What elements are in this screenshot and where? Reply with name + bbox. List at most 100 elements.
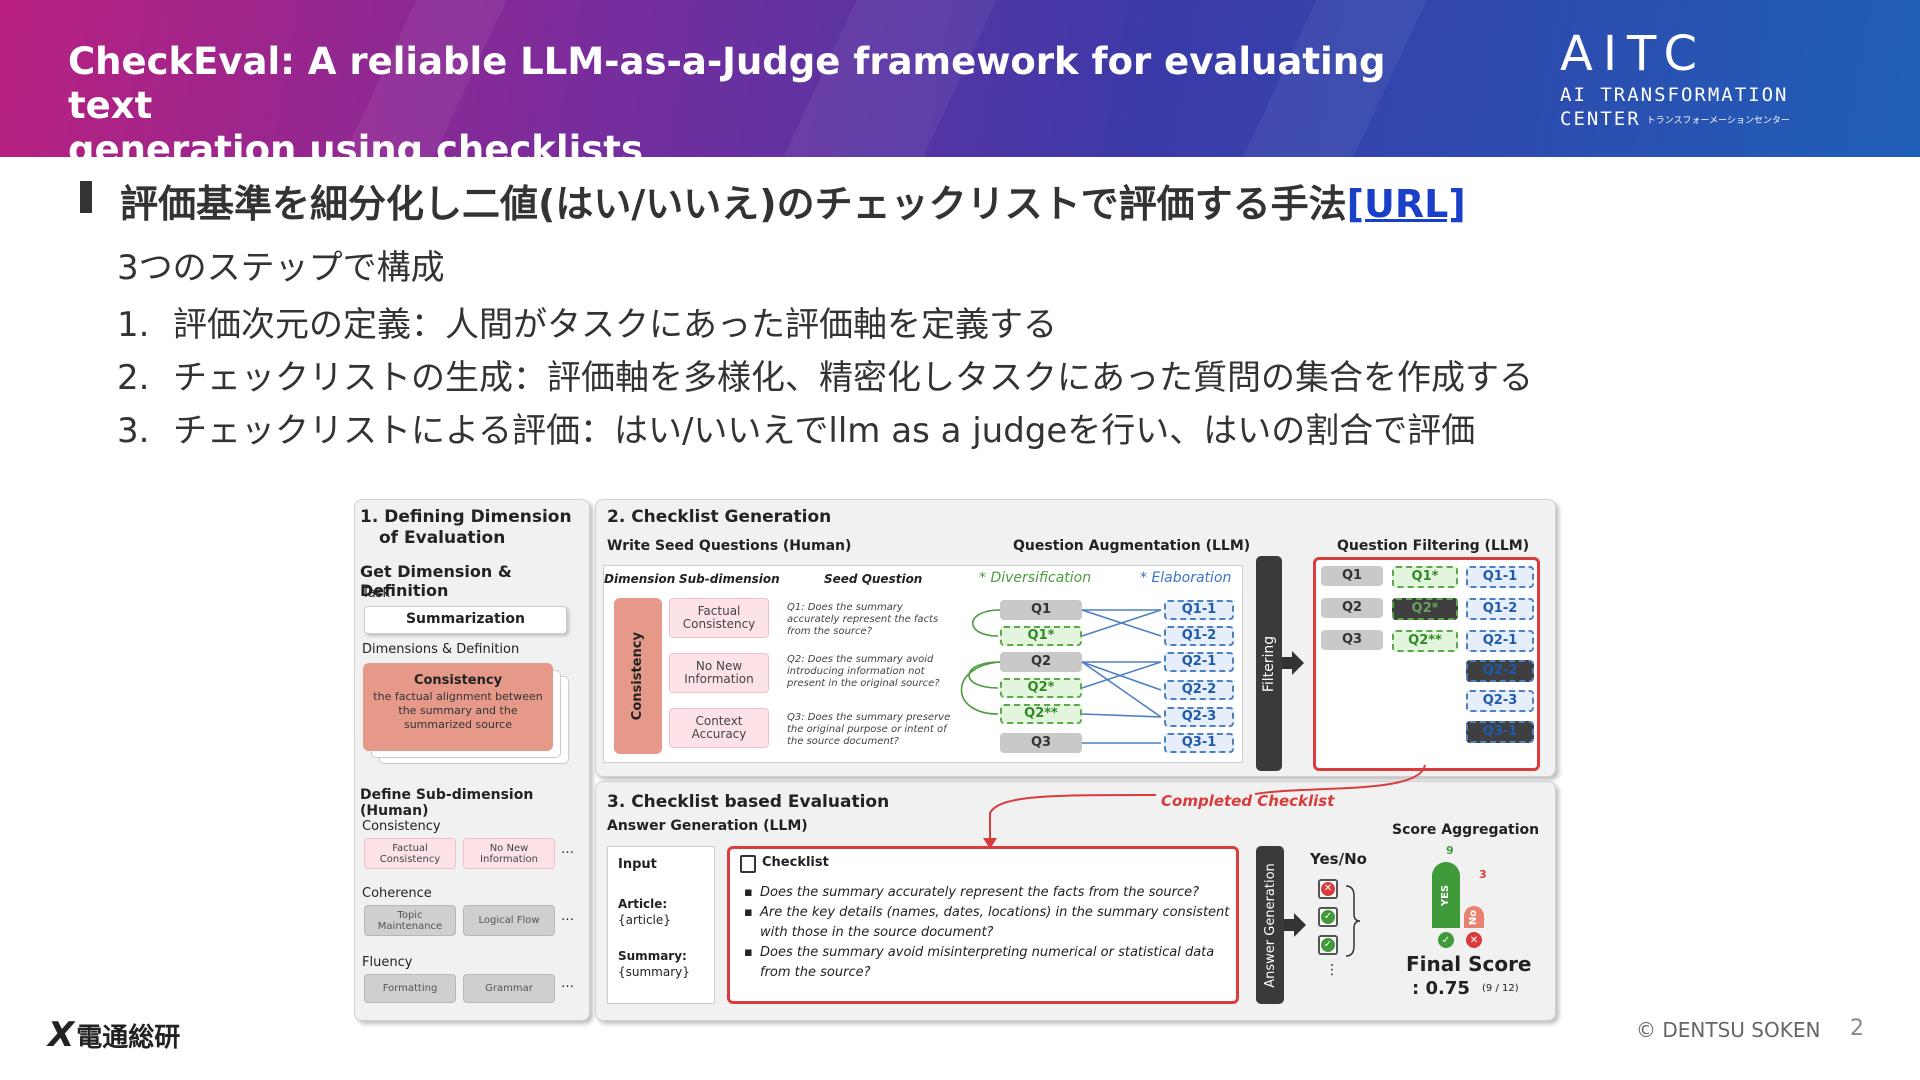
ellipsis: … [561, 842, 574, 857]
filtering-header: Question Filtering (LLM) [1337, 538, 1530, 554]
filter-q: Q1-2 [1466, 598, 1534, 620]
augmentation-header: Question Augmentation (LLM) [1013, 538, 1251, 554]
aitc-logo-jp: トランスフォーメーションセンター [1646, 116, 1790, 126]
seed-question: Q2: Does the summary avoid introducing i… [787, 654, 940, 689]
filter-q: Q2-1 [1466, 630, 1534, 652]
task-summarization: Summarization [364, 606, 567, 634]
filter-q-removed: Q2* [1392, 598, 1458, 620]
aug-question: Q3 [1000, 733, 1082, 753]
elaboration-label: * Elaboration [1140, 570, 1232, 586]
final-score-fraction: (9 / 12) [1482, 983, 1519, 994]
seed-panel: Dimension Sub-dimension Seed Question * … [603, 565, 1243, 763]
aug-question: Q2 [1000, 652, 1082, 672]
no-bar: No [1464, 906, 1484, 928]
elab-question: Q1-1 [1164, 600, 1234, 620]
no-icon: ✕ [1318, 879, 1338, 899]
panel1-title-line2: of Evaluation [379, 528, 506, 548]
input-label: Input [618, 857, 657, 872]
consistency-card-text: the factual alignment between the summar… [373, 690, 543, 731]
subdim-nonew: No New Information [669, 653, 769, 693]
filtering-bar: Filtering [1256, 556, 1282, 771]
panel-checklist-evaluation: 3. Checklist based Evaluation Answer Gen… [595, 781, 1556, 1021]
url-link[interactable]: [URL] [1346, 182, 1466, 226]
answer-generation-bar: Answer Generation [1256, 846, 1284, 1004]
aug-question: Q2* [1000, 678, 1082, 698]
no-bar-label: No [1468, 909, 1480, 925]
group-name: Coherence [362, 886, 432, 901]
input-box: Input Article: {article} Summary: {summa… [607, 846, 715, 1004]
vdots: ⋮ [1325, 962, 1339, 978]
aitc-logo-line1: AI TRANSFORMATION [1560, 84, 1789, 106]
subdim-context: Context Accuracy [669, 708, 769, 748]
group-name: Consistency [362, 819, 441, 834]
subdim-box: Grammar [463, 974, 555, 1003]
step-item: 3.チェックリストによる評価：はい/いいえでllm as a judgeを行い、… [117, 403, 1475, 452]
logo-text: 電通総研 [76, 1023, 181, 1053]
yes-icon: ✓ [1318, 935, 1338, 955]
step-text: チェックリストによる評価：はい/いいえでllm as a judgeを行い、はい… [173, 411, 1476, 451]
step-text: チェックリストの生成：評価軸を多様化、精密化しタスクにあった質問の集合を作成する [173, 358, 1533, 398]
elab-question: Q2-3 [1164, 707, 1234, 727]
define-subdimension-label: Define Sub-dimension (Human) [360, 787, 534, 819]
step-number: 2. [117, 358, 150, 398]
get-dimension-label: Get Dimension & Definition [360, 562, 512, 600]
ellipsis: … [561, 976, 574, 991]
checklist-item: Are the key details (names, dates, locat… [742, 903, 1230, 943]
filter-q: Q1 [1321, 566, 1383, 586]
checkeval-figure: 1. Defining Dimension of Evaluation Get … [350, 495, 1560, 1023]
intro-text: 3つのステップで構成 [117, 248, 445, 288]
yes-check-icon: ✓ [1438, 932, 1454, 948]
filter-q-removed: Q3-1 [1466, 721, 1534, 743]
final-score-value: : 0.75 [1412, 978, 1470, 999]
summary-label: Summary: [618, 949, 687, 963]
step-item: 1.評価次元の定義：人間がタスクにあった評価軸を定義する [117, 297, 1057, 346]
score-aggregation-label: Score Aggregation [1392, 822, 1540, 838]
checklist-item: Does the summary avoid misinterpreting n… [742, 943, 1230, 983]
subdim-box: Topic Maintenance [364, 905, 456, 936]
filter-q-removed: Q2-2 [1466, 660, 1534, 682]
filtering-arrow [1282, 651, 1304, 675]
aitc-logo-mark: AITC [1560, 26, 1708, 82]
final-score-label: Final Score [1406, 952, 1532, 976]
filter-q: Q1* [1392, 566, 1458, 588]
no-count: 3 [1479, 868, 1487, 881]
article-label: Article: [618, 897, 668, 911]
checklist-items: Does the summary accurately represent th… [742, 883, 1230, 983]
checklist-icon [740, 855, 756, 873]
panel-checklist-generation: 2. Checklist Generation Write Seed Quest… [595, 499, 1556, 777]
yes-icon: ✓ [1318, 907, 1338, 927]
answer-arrow [1284, 913, 1306, 937]
slide-title: CheckEval: A reliable LLM-as-a-Judge fra… [68, 40, 1386, 157]
filter-q: Q2-3 [1466, 690, 1534, 712]
consistency-card-title: Consistency [413, 673, 503, 688]
subdim-box: Logical Flow [463, 905, 555, 936]
aitc-logo-center: CENTER [1560, 108, 1641, 130]
seed-question: Q1: Does the summary accurately represen… [787, 602, 939, 637]
article-value: {article} [618, 913, 671, 927]
answer-generation-label: Answer Generation (LLM) [607, 818, 808, 834]
aitc-logo: AITC AI TRANSFORMATION CENTER トランスフォーメーショ… [1560, 28, 1880, 130]
elab-question: Q1-2 [1164, 626, 1234, 646]
panel-defining-dimension: 1. Defining Dimension of Evaluation Get … [354, 499, 590, 1021]
page-number: 2 [1850, 1016, 1864, 1041]
dimensions-label: Dimensions & Definition [362, 642, 520, 657]
yes-bar-label: YES [1440, 884, 1452, 906]
group-name: Fluency [362, 955, 413, 970]
filtering-label: Filtering [1261, 635, 1278, 692]
subdim-factual: Factual Consistency [669, 598, 769, 638]
completed-checklist-label: Completed Checklist [1161, 792, 1335, 810]
col-subdimension: Sub-dimension [679, 572, 780, 586]
elab-question: Q2-2 [1164, 680, 1234, 700]
panel1-title-line1: 1. Defining Dimension [360, 507, 572, 527]
checklist-label: Checklist [762, 855, 829, 870]
checklist-item: Does the summary accurately represent th… [742, 883, 1230, 903]
consistency-card: Consistency the factual alignment betwee… [363, 663, 553, 751]
header-banner: CheckEval: A reliable LLM-as-a-Judge fra… [0, 0, 1920, 157]
seed-question: Q3: Does the summary preserve the origin… [787, 712, 951, 747]
filtered-questions-panel: Q1 Q2 Q3 Q1* Q2* Q2** Q1-1 Q1-2 Q2-1 Q2-… [1313, 557, 1540, 771]
filter-q: Q2** [1392, 630, 1458, 652]
task-label: Task [362, 586, 391, 601]
subdim-box: Formatting [364, 974, 456, 1003]
filter-q: Q1-1 [1466, 566, 1534, 588]
heading-text: 評価基準を細分化し二値(はい/いいえ)のチェックリストで評価する手法 [120, 182, 1347, 226]
